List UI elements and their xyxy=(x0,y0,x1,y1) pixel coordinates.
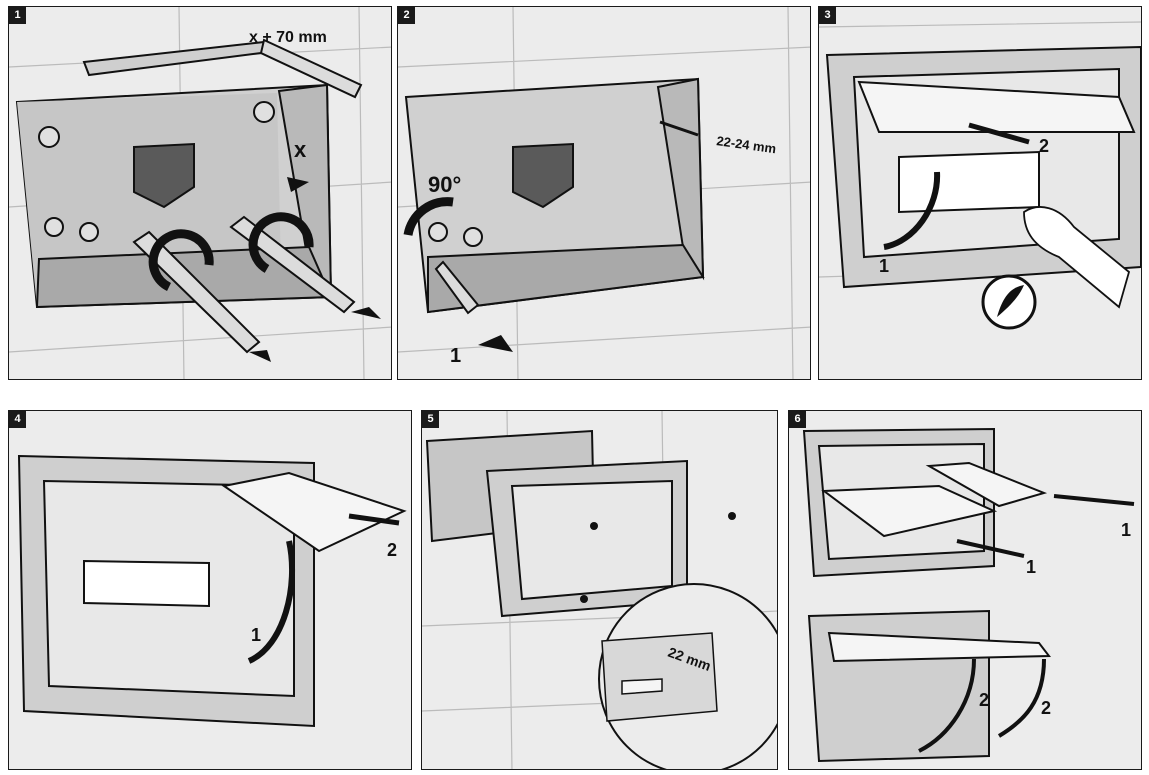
step-5-illustration: 22 mm xyxy=(422,411,777,769)
mounting-frame xyxy=(17,454,315,728)
callout-2: 2 xyxy=(1039,136,1049,156)
push-arrow xyxy=(478,335,513,352)
step-2-badge: 2 xyxy=(398,7,415,24)
rotate-arrow xyxy=(403,197,454,236)
detail-magnifier xyxy=(598,583,777,769)
gap-label: 22-24 mm xyxy=(716,133,777,156)
step-2-panel: 2 90° 22-24 mm 1 xyxy=(397,6,811,380)
callout-a: 1 xyxy=(1121,520,1131,540)
wall-tiles xyxy=(422,411,777,769)
step-6-panel: 6 1 1 2 2 xyxy=(788,410,1142,770)
angle-label: 90° xyxy=(428,172,461,197)
step-5-panel: 5 22 mm xyxy=(421,410,778,770)
step-5-badge: 5 xyxy=(422,411,439,428)
callout-1: 1 xyxy=(251,625,261,645)
step-6-badge: 6 xyxy=(789,411,806,428)
cover-plate xyxy=(221,471,407,553)
step-6-illustration: 1 1 2 2 xyxy=(802,427,1135,763)
step-1-badge: 1 xyxy=(9,7,26,24)
hand-illustration xyxy=(1023,206,1131,309)
callout-1: 1 xyxy=(450,345,461,367)
pull-arrow xyxy=(968,122,1030,145)
step-2-illustration: 90° 22-24 mm 1 xyxy=(398,7,810,379)
step-3-illustration: 1 2 xyxy=(819,21,1141,330)
rotate-arrows xyxy=(148,212,314,292)
lift-arrow xyxy=(883,171,941,250)
mounting-frame xyxy=(485,459,688,618)
step-4-panel: 4 1 2 xyxy=(8,410,412,770)
feather-icon xyxy=(981,274,1037,330)
callout-b: 1 xyxy=(1026,557,1036,577)
step-3-badge: 3 xyxy=(819,7,836,24)
step-4-illustration: 1 2 xyxy=(17,454,407,728)
step-4-badge: 4 xyxy=(9,411,26,428)
frame-bottom xyxy=(807,609,1051,763)
push-arrows xyxy=(249,177,381,362)
callout-2: 2 xyxy=(387,540,397,560)
anchor-rods xyxy=(82,38,363,354)
screws xyxy=(580,512,736,603)
callout-d: 2 xyxy=(1041,698,1051,718)
length-label: x + 70 mm xyxy=(249,29,327,46)
lift-arrow xyxy=(247,540,295,664)
cover-plate xyxy=(857,80,1136,133)
push-arrows xyxy=(918,494,1135,753)
install-box xyxy=(404,77,705,315)
pull-arrow xyxy=(348,513,400,526)
gap-arrow xyxy=(659,120,699,137)
callout-c: 2 xyxy=(979,690,989,710)
frame-top xyxy=(802,427,1048,578)
x-label: x xyxy=(294,137,307,162)
callout-1: 1 xyxy=(879,256,889,276)
step-1-panel: 1 xyxy=(8,6,392,380)
step-1-illustration: x + 70 mm x xyxy=(9,7,391,379)
step-3-panel: 3 1 2 xyxy=(818,6,1142,380)
